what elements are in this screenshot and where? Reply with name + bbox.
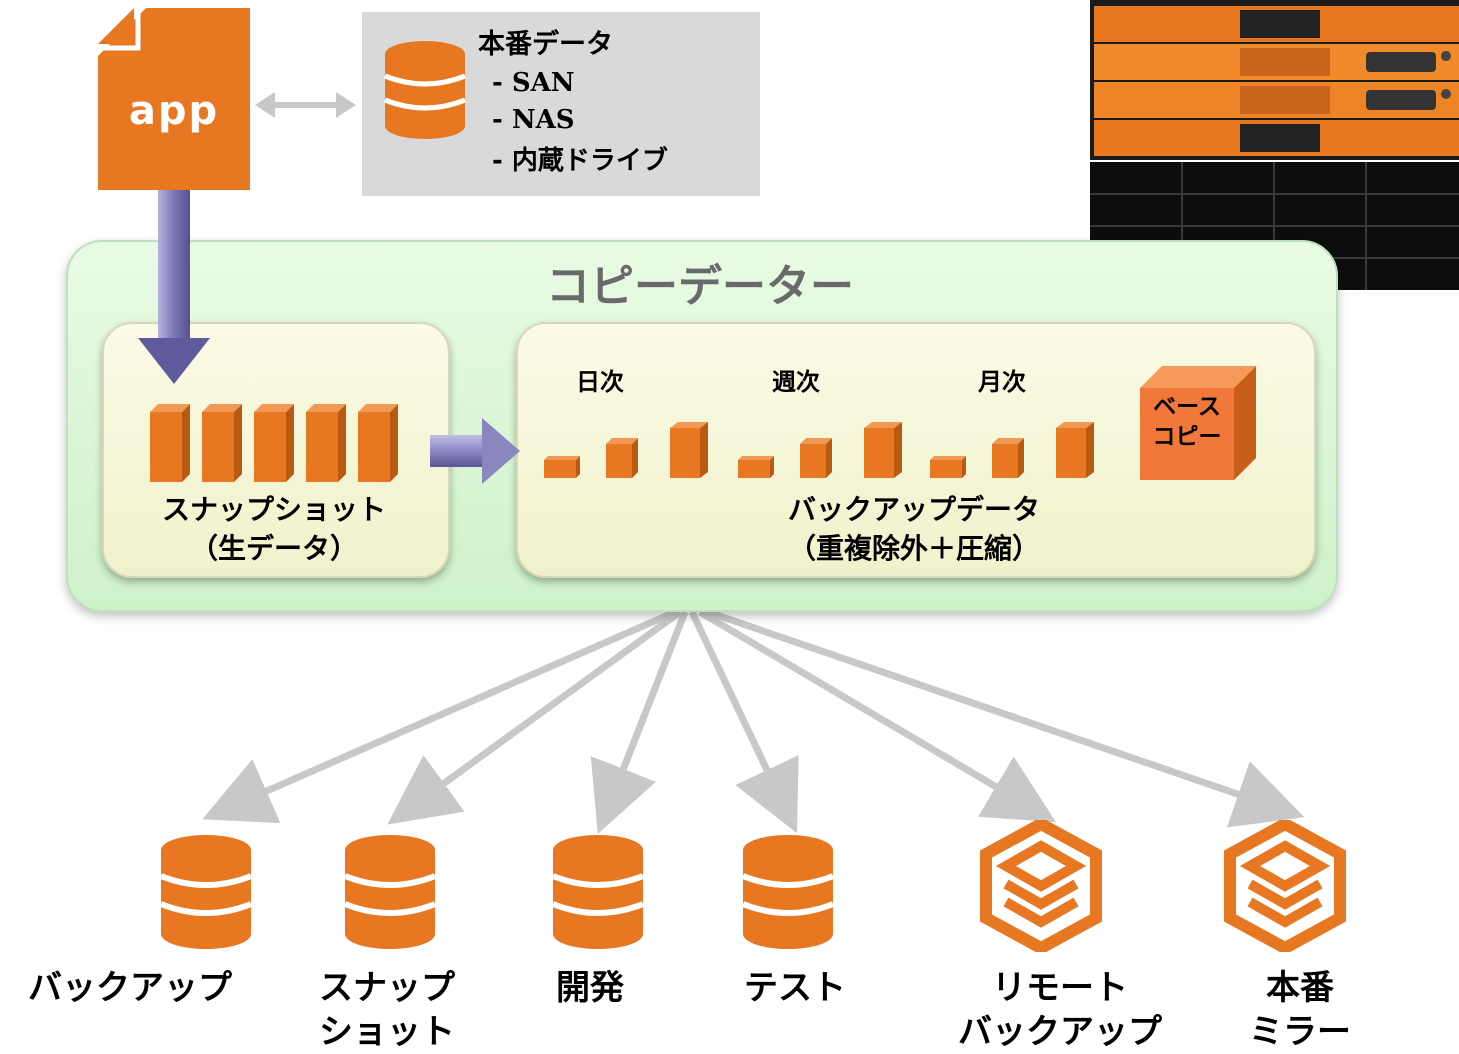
production-item-san: - SAN bbox=[492, 68, 575, 98]
database-icon bbox=[160, 835, 252, 949]
down-arrow-icon bbox=[138, 190, 210, 384]
stack-hexagon-icon bbox=[1224, 820, 1346, 952]
production-database-icon bbox=[384, 41, 466, 139]
snapshot-label: スナップショット bbox=[161, 493, 386, 526]
production-item-internal-drive: - 内蔵ドライブ bbox=[492, 146, 668, 176]
target-test-line1: テスト bbox=[744, 968, 846, 1008]
right-arrow-icon bbox=[430, 418, 520, 484]
app-file-icon bbox=[98, 8, 250, 190]
snapshot-blocks bbox=[150, 404, 398, 482]
target-dev-line1: 開発 bbox=[556, 968, 624, 1008]
production-title: 本番データ bbox=[478, 29, 613, 60]
target-dev-label: 開発 bbox=[510, 966, 670, 1010]
target-remote-backup-line1: リモート bbox=[992, 968, 1128, 1008]
stack-hexagon-icon bbox=[980, 820, 1102, 952]
backup-data-sub: （重複除外＋圧縮） bbox=[787, 532, 1040, 565]
target-test-label: テスト bbox=[710, 966, 880, 1010]
snapshot-sub: （生データ） bbox=[189, 532, 358, 565]
target-backup-line1: バックアップ bbox=[28, 968, 232, 1008]
app-production-arrow bbox=[255, 92, 356, 118]
database-icon bbox=[742, 835, 834, 949]
target-prod-mirror-line1: 本番 bbox=[1266, 968, 1334, 1008]
period-daily: 日次 bbox=[576, 368, 624, 396]
base-copy-label: ベース コピー bbox=[1142, 392, 1232, 452]
target-prod-mirror-line2: ミラー bbox=[1249, 1012, 1351, 1052]
target-snapshot-line2: ショット bbox=[319, 1012, 455, 1052]
target-snapshot-line1: スナップ bbox=[319, 968, 455, 1008]
app-label: app bbox=[128, 88, 220, 134]
base-copy-line2: コピー bbox=[1152, 424, 1222, 450]
target-remote-backup-line2: バックアップ bbox=[958, 1012, 1162, 1052]
base-copy-line1: ベース bbox=[1153, 394, 1221, 420]
database-icon bbox=[344, 835, 436, 949]
target-remote-backup-label: リモート バックアップ bbox=[930, 966, 1190, 1054]
period-weekly: 週次 bbox=[772, 368, 820, 396]
production-item-nas: - NAS bbox=[492, 105, 575, 135]
database-icon bbox=[552, 835, 644, 949]
target-snapshot-label: スナップ ショット bbox=[282, 966, 492, 1054]
backup-data-label: バックアップデータ bbox=[787, 493, 1040, 526]
target-backup-label: バックアップ bbox=[10, 966, 250, 1010]
target-prod-mirror-label: 本番 ミラー bbox=[1210, 966, 1390, 1054]
fanout-arrows bbox=[202, 608, 1305, 835]
base-copy-cube bbox=[1140, 366, 1256, 480]
period-monthly: 月次 bbox=[978, 368, 1026, 396]
backup-blocks bbox=[544, 422, 1094, 478]
copy-data-title: コピーデーター bbox=[546, 261, 854, 312]
